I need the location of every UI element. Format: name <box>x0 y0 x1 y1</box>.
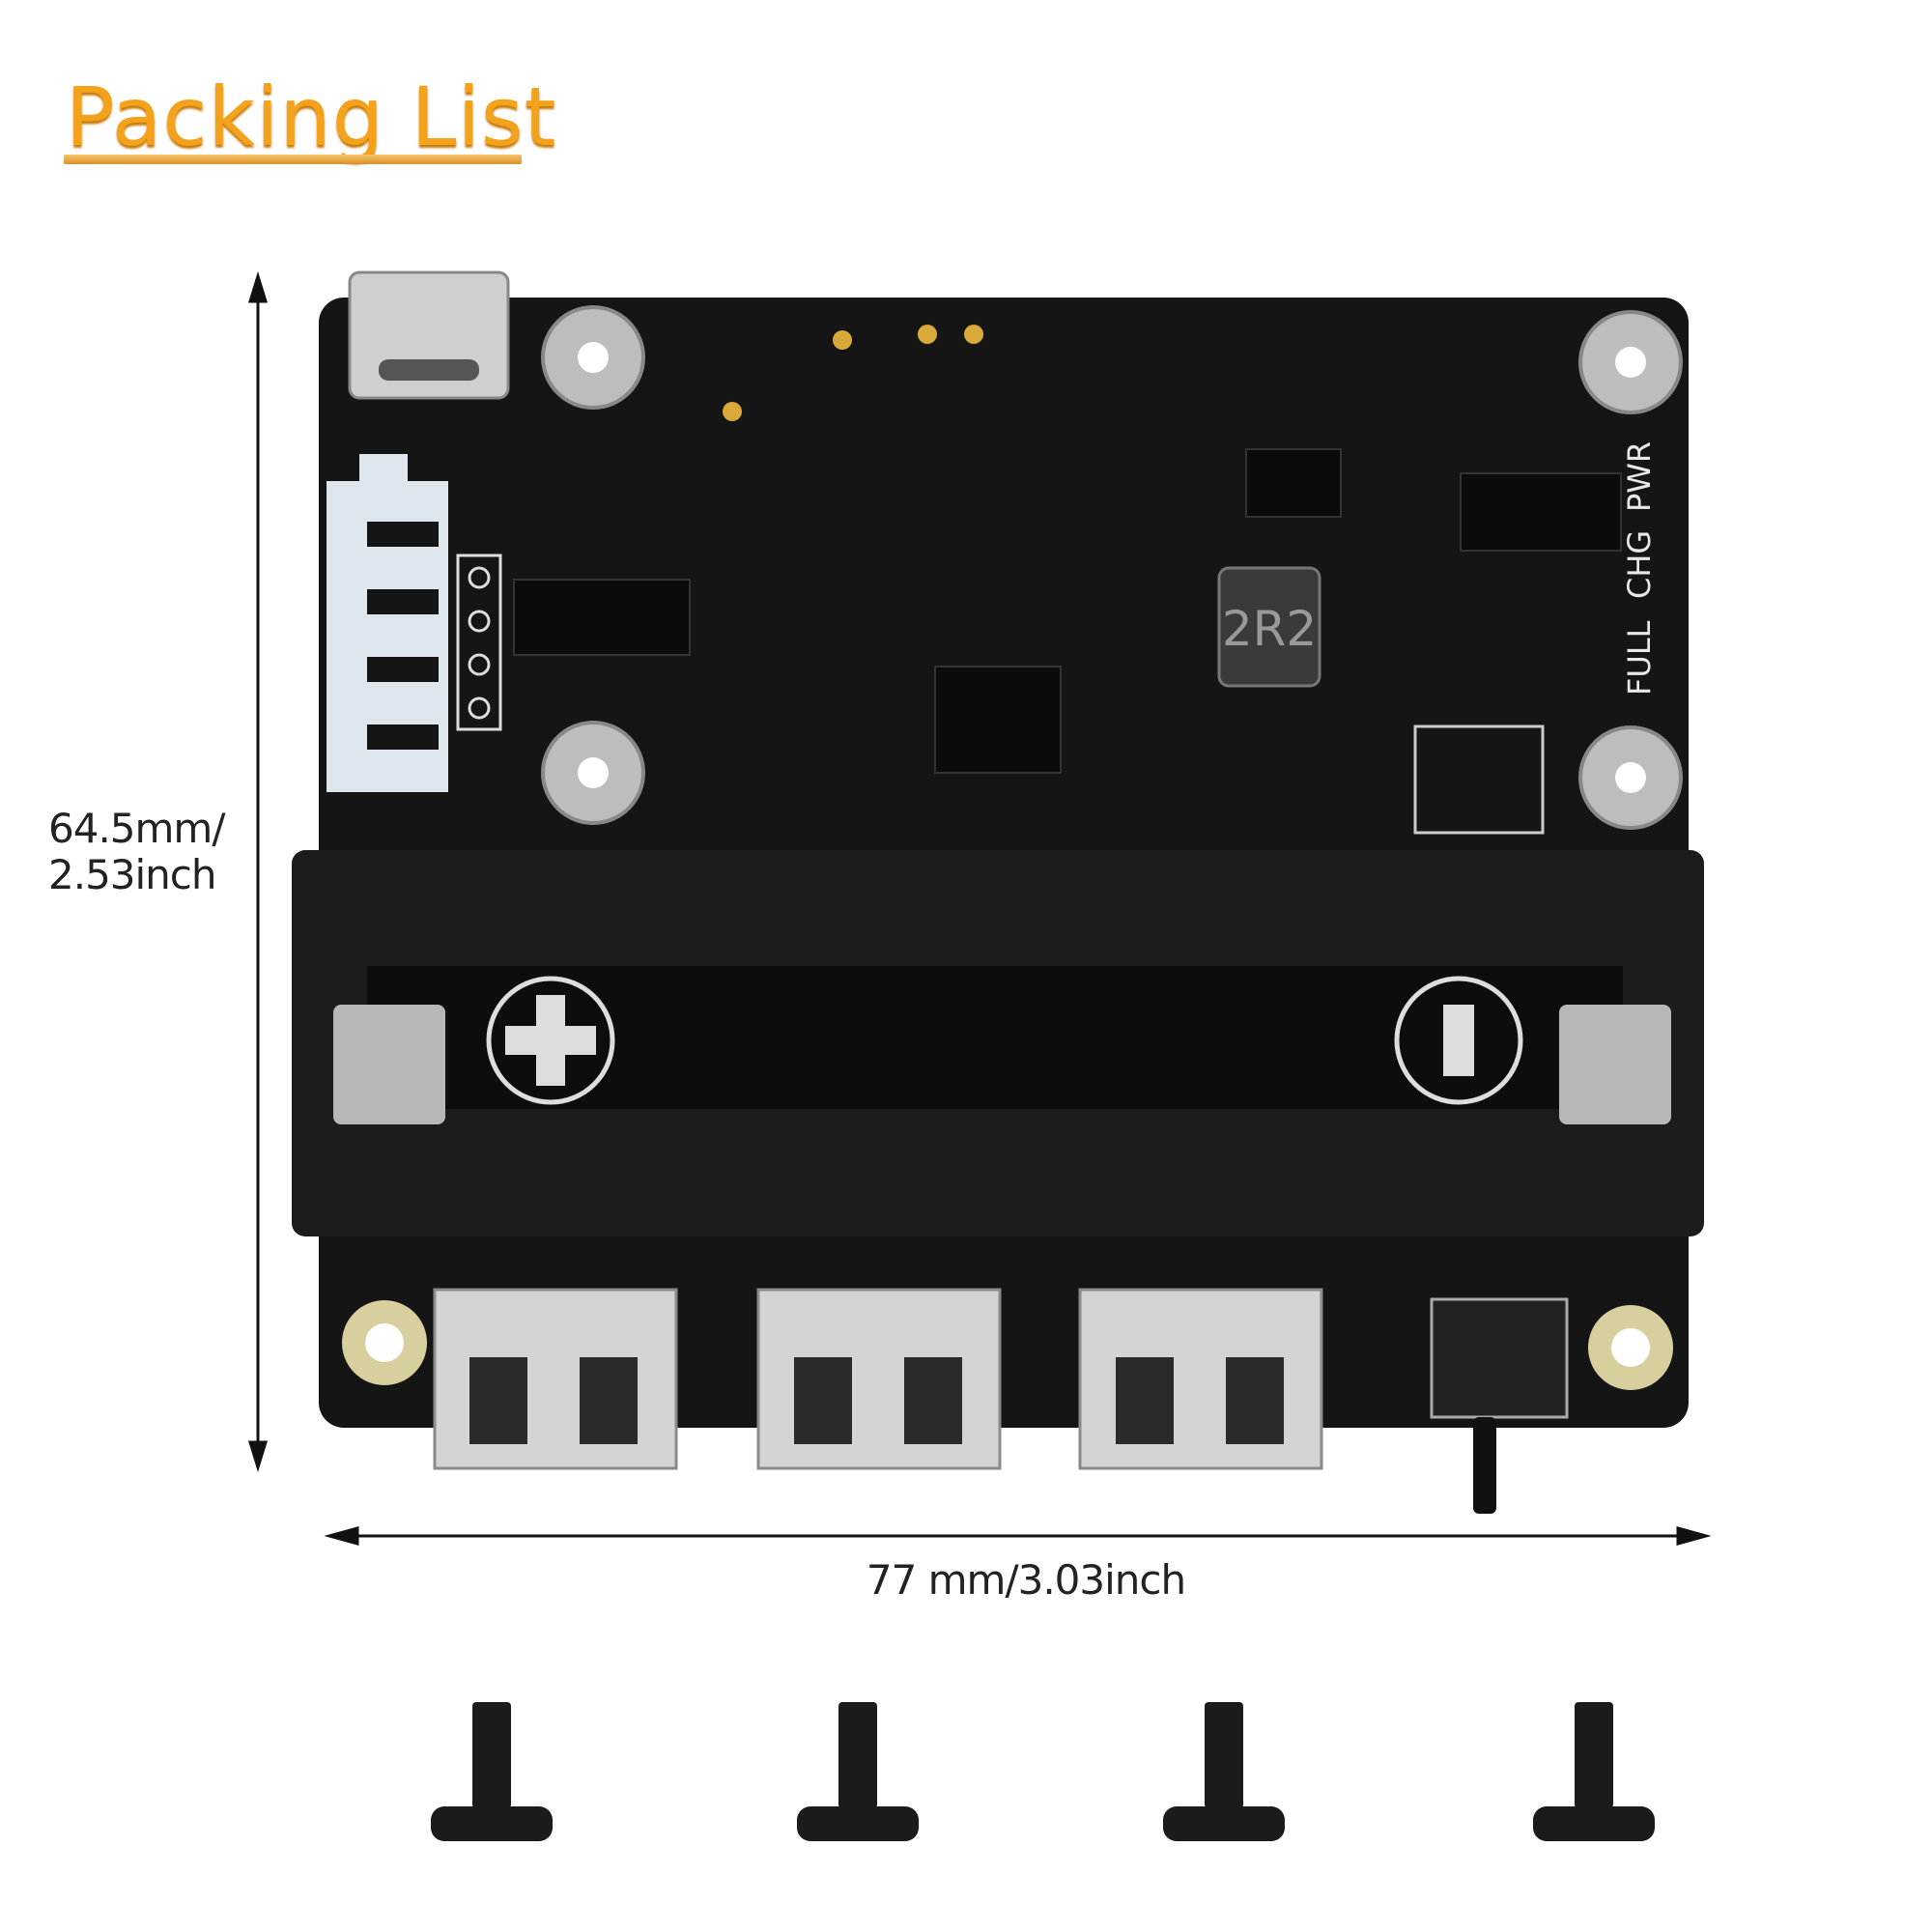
ic-chip <box>513 579 691 656</box>
height-dimension-label: 64.5mm/ 2.53inch <box>48 806 225 898</box>
svg-text:PWR: PWR <box>1621 441 1658 512</box>
screw-3 <box>1163 1702 1285 1841</box>
spring-contact <box>333 1005 445 1124</box>
packing-list-title: Packing List <box>66 70 557 164</box>
ic-chip <box>1413 724 1545 835</box>
height-inch: 2.53inch <box>48 851 217 898</box>
gold-mount-holes <box>342 1300 1673 1390</box>
pin-header <box>456 554 502 731</box>
led-labels: PWR CHG FULL <box>1621 441 1658 696</box>
screw-1 <box>431 1702 553 1841</box>
svg-text:2R2: 2R2 <box>1222 601 1317 657</box>
switch-lever <box>1473 1417 1496 1514</box>
plus-symbol-icon <box>486 976 615 1105</box>
switch <box>1430 1297 1569 1419</box>
screw-4 <box>1533 1702 1655 1841</box>
spring-contact <box>1559 1005 1671 1124</box>
title-underline <box>64 155 522 164</box>
screws <box>431 1702 1655 1841</box>
ic-chip <box>1245 448 1342 518</box>
battery-holder <box>292 850 1704 1236</box>
width-arrow <box>324 1526 1712 1546</box>
ic-chip <box>934 666 1062 774</box>
usb-a-ports <box>433 1288 1323 1470</box>
svg-text:CHG: CHG <box>1621 530 1658 599</box>
minus-symbol-icon <box>1394 976 1523 1105</box>
width-dimension-label: 77 mm/3.03inch <box>866 1556 1186 1604</box>
height-arrow <box>247 270 269 1473</box>
screw-2 <box>797 1702 919 1841</box>
svg-text:FULL: FULL <box>1621 620 1658 696</box>
ic-chip <box>1460 472 1622 552</box>
inductor <box>1217 566 1321 688</box>
height-mm: 64.5mm/ <box>48 805 225 852</box>
